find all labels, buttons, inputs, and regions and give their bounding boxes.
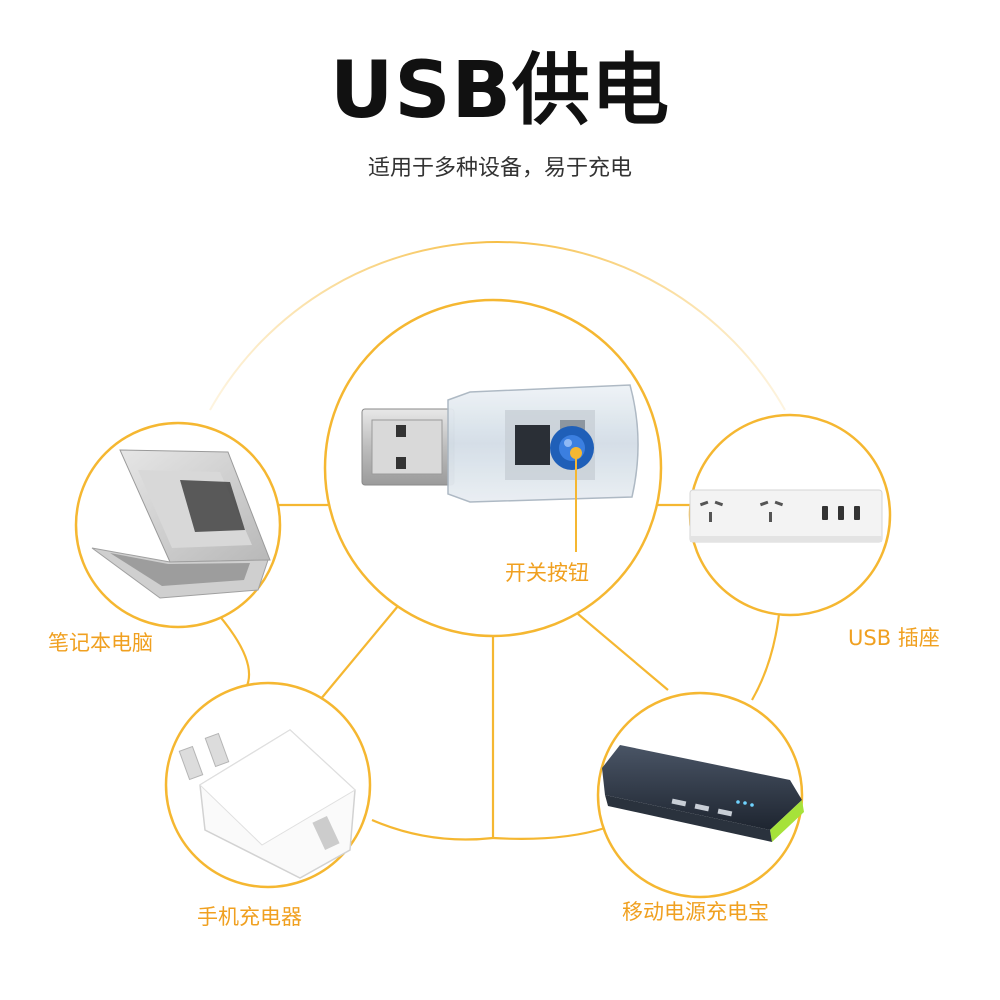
wall-charger-icon [178,729,356,879]
switch-pointer [570,447,582,552]
power-strip-icon [689,489,883,543]
wall-charger-label: 手机充电器 [197,905,302,929]
laptop-icon [91,449,271,599]
outer-arc [209,241,786,411]
laptop-label: 笔记本电脑 [48,631,153,655]
connector-lines [209,503,782,841]
power-strip-label: USB 插座 [848,626,940,650]
page-title: USB供电 [330,46,670,136]
switch-button-label: 开关按钮 [505,561,589,585]
power-bank-icon [602,745,804,842]
usb-switch-device [361,384,639,503]
page-subtitle: 适用于多种设备，易于充电 [367,156,632,181]
power-bank-label: 移动电源充电宝 [622,900,769,924]
